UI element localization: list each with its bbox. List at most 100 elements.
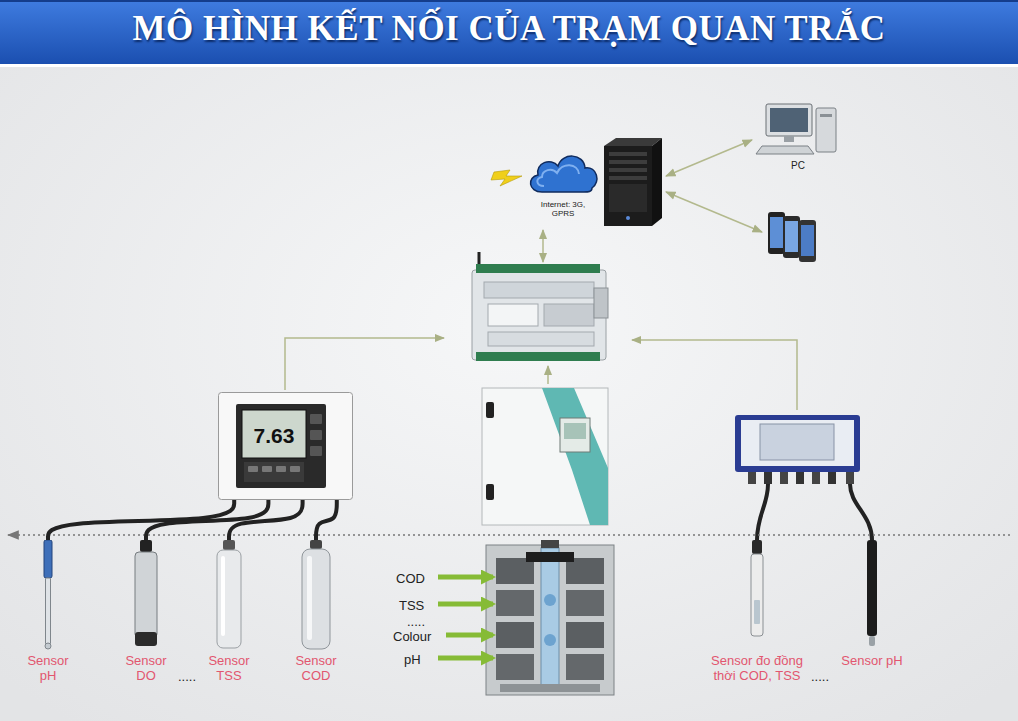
meter-key (248, 466, 258, 472)
server-tower-part (609, 160, 647, 164)
probe-shine (307, 556, 312, 640)
server-tower-part (604, 146, 652, 226)
analyzer-panel-part (496, 654, 534, 680)
pc-tower (816, 108, 836, 152)
longprobe-node: Sensor đo đồng thời COD, TSS (703, 540, 811, 684)
label-slot: COD (396, 569, 425, 587)
meter-keys (244, 462, 304, 482)
node-label: Sensor pH (18, 654, 78, 684)
meter-bezel (236, 404, 326, 488)
multi-parameter-controller-part (828, 472, 836, 484)
multi-parameter-controller-part (764, 472, 772, 484)
ph-art (12, 540, 84, 652)
label-slot: TSS (399, 596, 424, 614)
pc-art (752, 100, 844, 158)
smartphones-part (799, 220, 816, 262)
tss-node: Sensor TSS (196, 540, 262, 684)
pc-node: PC (752, 100, 844, 172)
analyzer-panel-part (496, 622, 534, 648)
longprobe-art (703, 540, 811, 652)
title-bar-part (0, 0, 1018, 64)
smartphones-part (785, 221, 798, 252)
probe-body (135, 552, 157, 638)
do-art (113, 540, 179, 652)
signal-link-part (547, 366, 549, 384)
parameter-label: ..... (407, 614, 425, 629)
multi-parameter-controller-part (812, 472, 820, 484)
parameter-label: TSS (399, 598, 424, 613)
probe-handle (44, 540, 52, 578)
sample-arrow-part (438, 575, 493, 580)
cloud-highlight (537, 165, 579, 186)
data-logger-part (488, 304, 538, 326)
keyboard (756, 146, 814, 154)
analyzer-panel-part (566, 622, 604, 648)
network-link-part (542, 230, 544, 262)
parameter-label: pH (404, 652, 421, 667)
server-tower-part (609, 176, 647, 180)
analyzer-panel (486, 540, 614, 695)
smartphones-part (801, 225, 814, 256)
server-tower-part (626, 216, 630, 220)
title-text: MÔ HÌNH KẾT NỐI CỦA TRẠM QUAN TRẮC (0, 9, 1018, 49)
sample-arrow-part (446, 633, 493, 638)
probe-sensor-end (135, 632, 157, 646)
label-slot: ..... (407, 612, 425, 630)
node-label: Sensor pH (839, 654, 905, 669)
server-tower-part (652, 138, 662, 226)
sample-arrow-part (438, 602, 493, 607)
analyzer-panel-part (541, 548, 559, 688)
analyzer-cabinet-part (482, 388, 608, 525)
label-slot: pH (404, 650, 421, 668)
ph-node: Sensor pH (12, 540, 84, 684)
probe-body (217, 550, 241, 648)
lightning-bolt-part (491, 170, 522, 186)
water-level-line-part (8, 534, 1010, 536)
server-tower-part (609, 168, 647, 172)
data-logger-part (484, 282, 594, 298)
server-tower-part (609, 152, 647, 156)
do-node: Sensor DO (113, 540, 179, 684)
data-logger-part (544, 304, 594, 326)
analyzer-panel-part (500, 684, 600, 692)
cloud-art (522, 146, 604, 198)
probe-body (867, 540, 877, 636)
sensor-cable (316, 500, 337, 540)
meter-key (262, 466, 272, 472)
blackph-art (834, 540, 910, 652)
sample-arrow-part (438, 656, 493, 661)
probe-body (302, 549, 330, 649)
smartphones-part (770, 217, 783, 248)
multi-parameter-controller-part (760, 424, 834, 460)
smartphones (768, 212, 816, 262)
analyzer-panel-part (496, 590, 534, 616)
meter-key (310, 414, 322, 424)
meter-lcd (242, 410, 306, 458)
meter-key (276, 466, 286, 472)
network-link-part (666, 192, 762, 232)
data-logger-part (476, 352, 600, 361)
lightning-bolt (491, 170, 522, 186)
probe-cap (752, 540, 762, 554)
title-bar-part (0, 64, 1018, 67)
server-tower (604, 138, 662, 226)
drive-slot (820, 114, 832, 117)
probe-shaft (46, 578, 51, 644)
monitor-stand (784, 136, 794, 142)
analyzer-cabinet-part (564, 423, 586, 439)
meter-key (310, 446, 322, 456)
monitor-screen (770, 108, 808, 132)
label-slot: ..... (811, 667, 829, 685)
probe-cable-part (757, 484, 768, 540)
smartphones-part (783, 216, 800, 258)
signal-link-part (285, 338, 444, 390)
probe-tip (45, 643, 51, 649)
node-label: Sensor DO (116, 654, 176, 684)
node-label: Internet: 3G, GPRS (534, 200, 592, 218)
multi-parameter-controller-part (748, 472, 756, 484)
signal-link-part (632, 340, 797, 410)
probe-cap (310, 540, 322, 549)
meter-housing (219, 393, 353, 500)
cod-node: Sensor COD (280, 540, 352, 684)
